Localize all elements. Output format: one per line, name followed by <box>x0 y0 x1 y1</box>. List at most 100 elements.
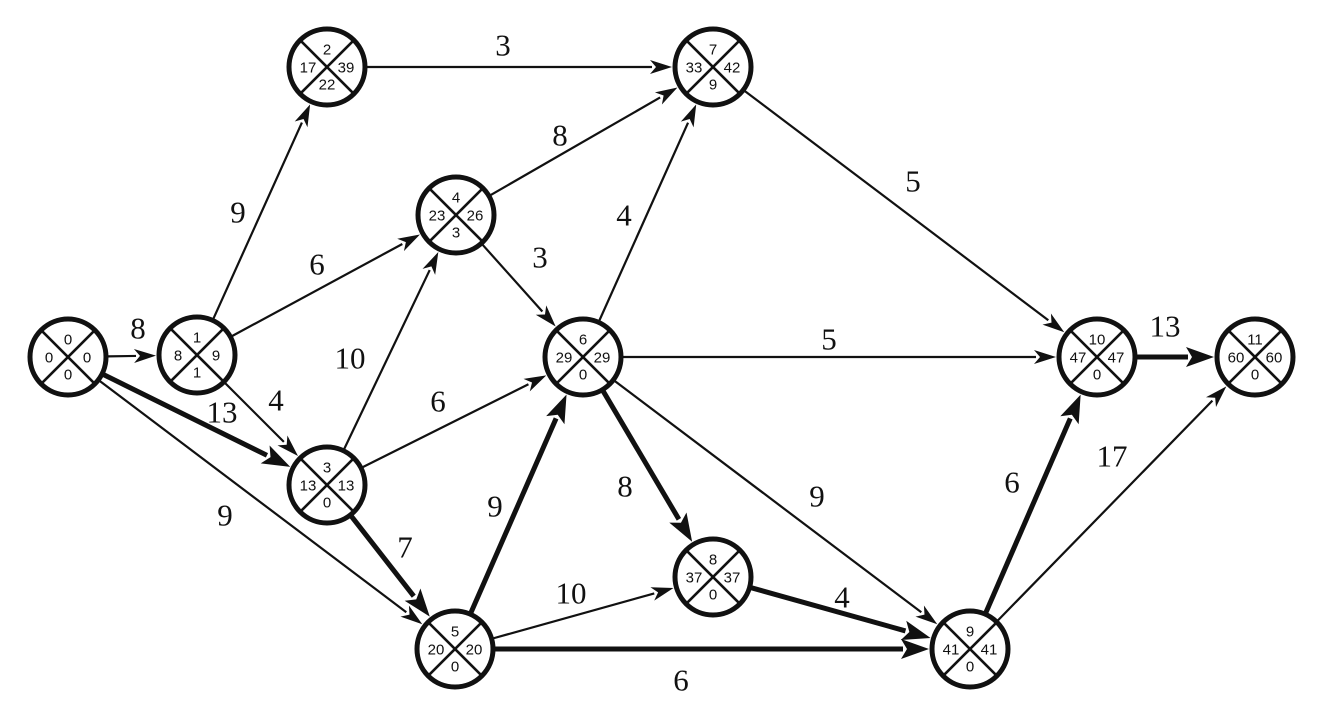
node-5-bottom-value: 0 <box>451 659 459 676</box>
arrowhead-icon <box>397 234 420 252</box>
arrowhead-icon <box>680 104 697 128</box>
edge-3-4 <box>343 251 439 450</box>
node-9-right-value: 41 <box>981 642 998 659</box>
node-0-top-value: 0 <box>64 332 72 349</box>
arrowhead-icon <box>260 445 291 467</box>
arrowhead-icon <box>400 605 423 625</box>
edge-8-9 <box>750 585 931 641</box>
node-divider <box>40 329 96 385</box>
edge-weight-5-9: 6 <box>673 663 689 698</box>
edge-line <box>99 380 407 614</box>
node-divider <box>427 621 483 677</box>
node-7-bottom-value: 9 <box>709 77 717 94</box>
edge-weight-3-4: 10 <box>335 341 366 376</box>
node-3-left-value: 13 <box>300 478 317 495</box>
node-8-right-value: 37 <box>724 570 741 587</box>
edge-weight-9-10: 6 <box>1004 465 1020 500</box>
node-9-left-value: 41 <box>943 642 960 659</box>
node-6-left-value: 29 <box>556 350 573 367</box>
node-11-bottom-value: 0 <box>1251 367 1259 384</box>
node-divider <box>428 187 484 243</box>
arrowhead-icon <box>133 348 157 363</box>
arrowhead-icon <box>523 375 547 392</box>
edge-weight-8-9: 4 <box>834 580 850 615</box>
edge-weight-3-5: 7 <box>397 530 413 565</box>
edge-weight-7-10: 5 <box>905 164 921 199</box>
edge-6-9 <box>614 380 938 625</box>
node-5-right-value: 20 <box>466 642 483 659</box>
edge-weight-6-7: 4 <box>616 198 632 233</box>
node-10-top-value: 10 <box>1089 332 1106 349</box>
edge-weight-5-6: 9 <box>487 489 503 524</box>
edge-line <box>983 417 1073 614</box>
edge-weight-3-6: 6 <box>430 384 446 419</box>
edge-0-3 <box>102 372 291 467</box>
node-4-right-value: 26 <box>467 208 484 225</box>
node-divider <box>555 329 611 385</box>
edge-9-11 <box>997 386 1227 622</box>
node-6-top-value: 6 <box>579 332 587 349</box>
edge-line <box>614 380 922 614</box>
edge-line <box>490 96 661 196</box>
edge-weight-1-4: 6 <box>309 247 325 282</box>
arrowhead-icon <box>294 104 311 128</box>
edge-6-10 <box>623 350 1056 364</box>
edge-weight-0-1: 8 <box>130 311 146 346</box>
node-11-top-value: 11 <box>1247 332 1263 349</box>
node-divider <box>1069 329 1125 385</box>
node-7-top-value: 7 <box>709 42 717 59</box>
node-10-bottom-value: 0 <box>1093 367 1101 384</box>
arrowhead-icon <box>900 620 931 641</box>
node-8-top-value: 8 <box>709 552 717 569</box>
node-8-bottom-value: 0 <box>709 587 717 604</box>
edge-1-2 <box>212 104 311 319</box>
edge-weight-5-8: 10 <box>556 576 587 611</box>
edge-weight-10-11: 13 <box>1150 309 1181 344</box>
node-1-bottom-value: 1 <box>193 365 201 382</box>
arrowhead-icon <box>1205 386 1227 407</box>
node-11-left-value: 60 <box>1228 350 1245 367</box>
edge-weight-9-11: 17 <box>1097 439 1128 474</box>
node-4-left-value: 23 <box>429 208 446 225</box>
edge-weight-6-9: 9 <box>809 479 825 514</box>
node-divider <box>685 549 741 605</box>
arrowhead-icon <box>404 588 430 617</box>
edge-5-9 <box>495 639 929 659</box>
arrowhead-icon <box>901 639 929 659</box>
node-6-bottom-value: 0 <box>579 367 587 384</box>
edge-weight-6-10: 5 <box>821 322 837 357</box>
node-1-left-value: 8 <box>174 348 182 365</box>
edge-line <box>601 390 682 521</box>
arrowhead-icon <box>915 605 938 625</box>
arrowhead-icon <box>546 394 567 425</box>
edge-line <box>231 243 403 337</box>
edge-6-7 <box>598 104 697 321</box>
edge-line <box>750 585 907 634</box>
edge-line <box>493 592 655 640</box>
arrowhead-icon <box>1042 313 1065 333</box>
edge-line <box>212 122 303 319</box>
node-divider <box>299 457 355 513</box>
node-7-left-value: 33 <box>686 60 703 77</box>
edge-6-8 <box>601 390 693 542</box>
edge-9-10 <box>983 394 1081 614</box>
edge-weight-0-3: 13 <box>207 395 238 430</box>
edge-line <box>362 383 529 469</box>
edge-line <box>598 122 690 321</box>
arrowhead-icon <box>422 251 439 275</box>
edge-line <box>481 244 544 313</box>
edge-4-7 <box>490 87 678 196</box>
edge-5-6 <box>468 394 567 614</box>
node-11-right-value: 60 <box>1266 350 1283 367</box>
edge-weight-1-3: 4 <box>268 383 284 418</box>
edge-weight-2-7: 3 <box>495 28 511 63</box>
node-1-right-value: 9 <box>212 348 220 365</box>
